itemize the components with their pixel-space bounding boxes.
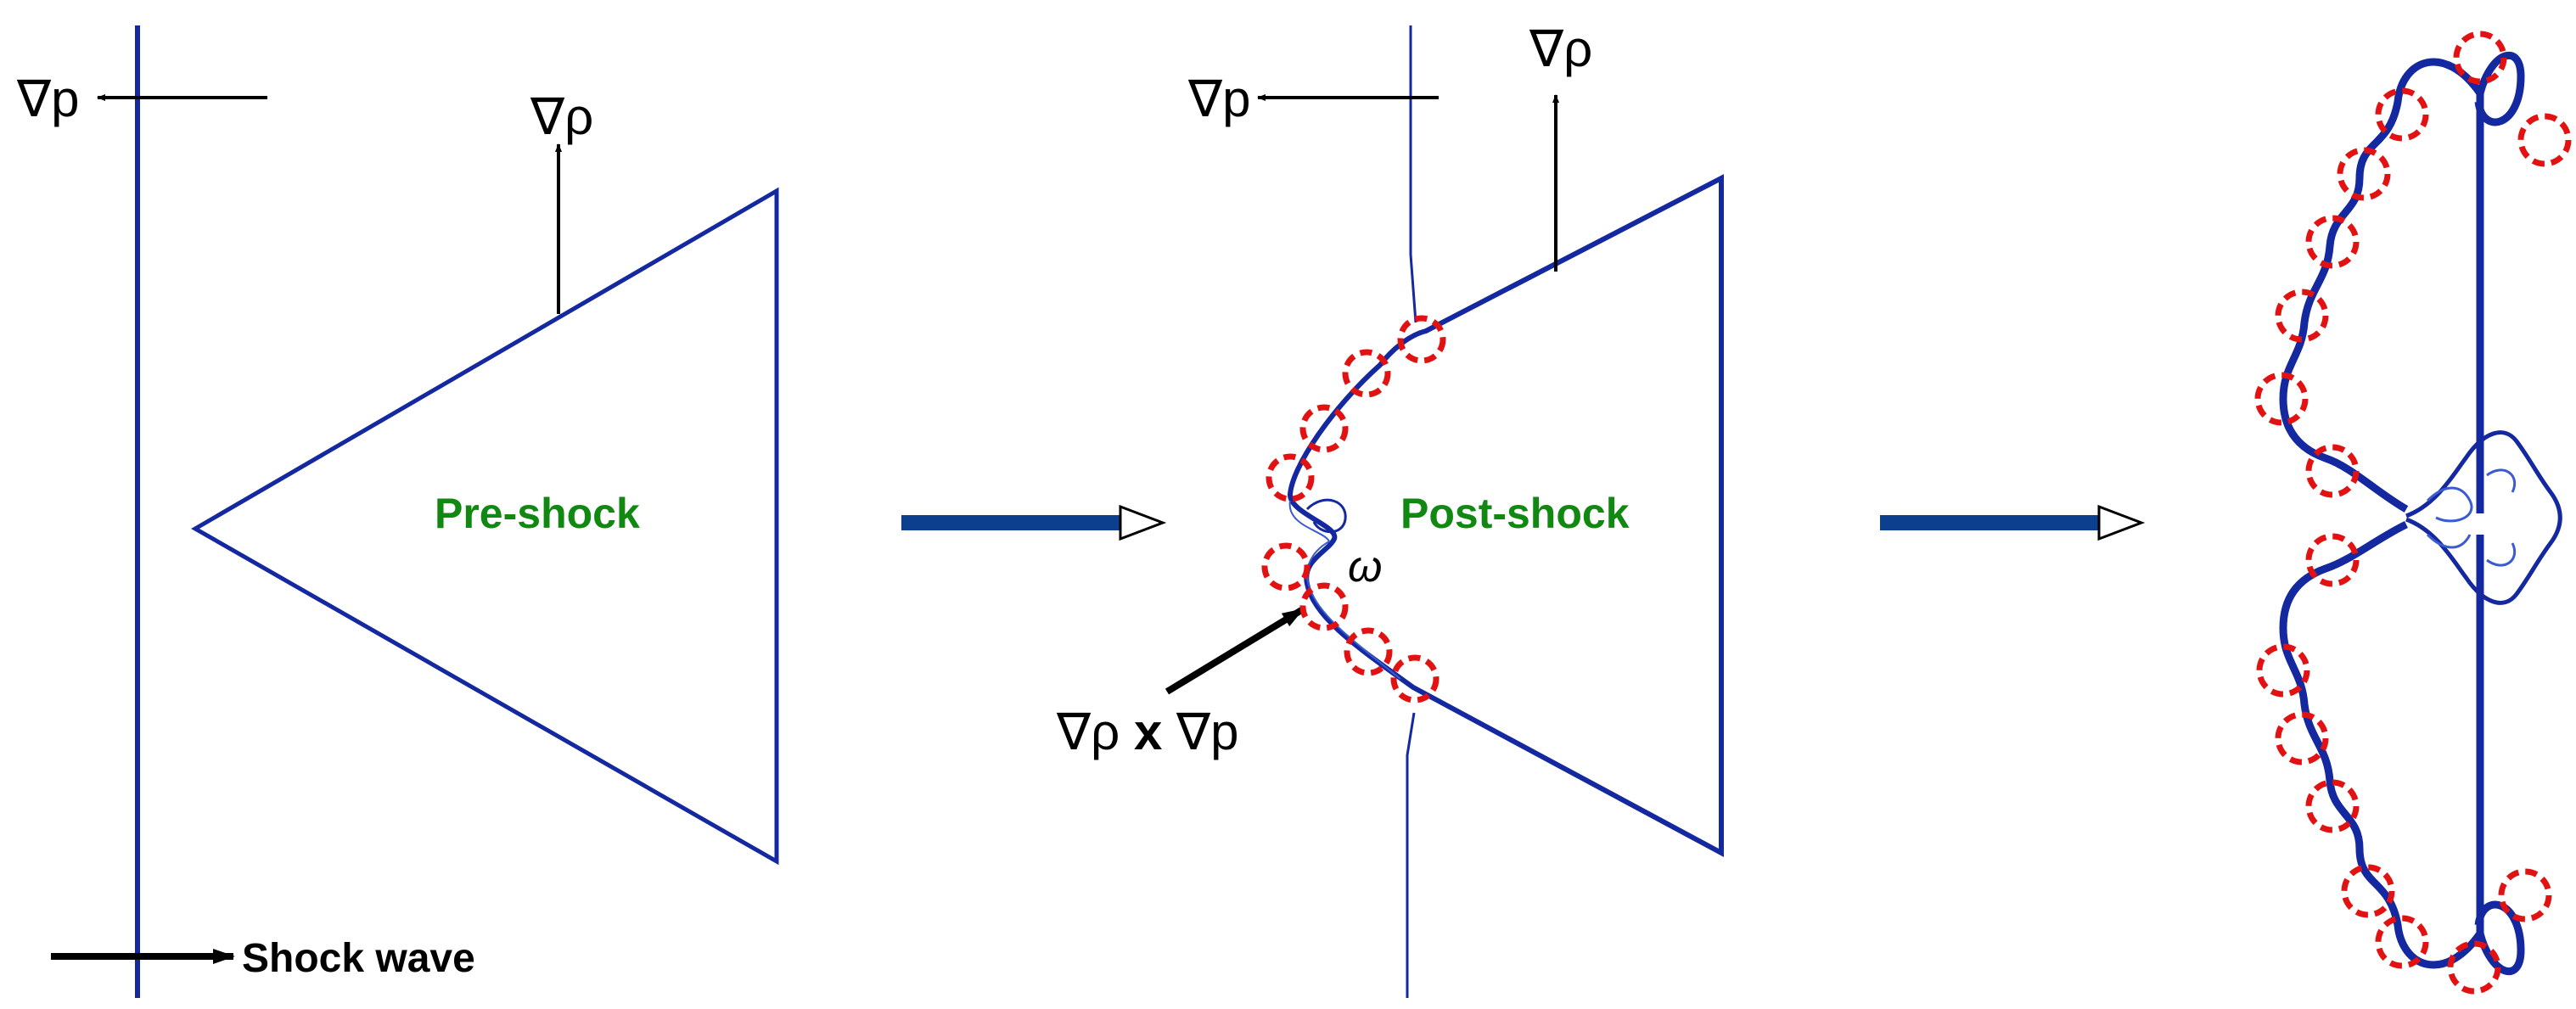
baroclinic-p: ∇p <box>1176 703 1239 760</box>
red-dashed-circle-icon <box>2305 533 2360 587</box>
baroclinic-cross: x <box>1134 703 1162 760</box>
red-dashed-circle-icon <box>2275 289 2329 343</box>
red-dashed-circle-icon <box>1299 582 1349 631</box>
baroclinic-rho: ∇ρ <box>1056 703 1120 760</box>
red-dashed-circle-icon <box>2337 147 2391 201</box>
red-dashed-circle-icon <box>1299 404 1349 453</box>
red-dashed-circle-icon <box>2305 215 2360 269</box>
post-shock-label: Post-shock <box>1400 490 1630 537</box>
density-gradient-label-2: ∇ρ <box>1529 20 1592 77</box>
red-dashed-circle-icon <box>2375 87 2429 142</box>
transition-arrow-2 <box>1880 504 2146 541</box>
arrow-head-icon <box>1119 504 1167 541</box>
red-dashed-circle-icon <box>2341 864 2395 918</box>
baroclinic-pointer-arrow <box>1165 606 1305 695</box>
red-dashed-circle-icon <box>2305 444 2360 498</box>
interface-roll <box>1305 498 1347 534</box>
pre-shock-panel: ∇p ∇ρ Pre-shock Shock wave <box>16 25 779 998</box>
late-interface-lower <box>2279 520 2525 976</box>
shock-wave-label: Shock wave <box>242 936 475 981</box>
red-dashed-circle-icon <box>2517 113 2572 167</box>
red-dashed-circle-icon <box>2375 915 2429 969</box>
red-dashed-circle-icon <box>2254 372 2309 426</box>
transmitted-shock-line <box>1406 25 1417 998</box>
red-dashed-circle-icon <box>2447 940 2501 995</box>
vorticity-label: ω <box>1348 542 1383 591</box>
density-gradient-label: ∇ρ <box>530 88 593 145</box>
red-dashed-circle-icon <box>1390 654 1440 703</box>
red-dashed-circle-icon <box>2305 779 2360 833</box>
late-jet-detail <box>2426 468 2517 567</box>
thick-blue-arrow-icon <box>1880 515 2101 530</box>
transition-arrow-1 <box>901 504 1167 541</box>
thick-blue-arrow-icon <box>901 515 1122 530</box>
heavy-gas-triangle <box>190 187 779 866</box>
red-dashed-circle-icon <box>1261 542 1310 591</box>
pressure-gradient-label-2: ∇p <box>1187 70 1251 127</box>
red-dashed-circle-icon <box>2275 711 2329 765</box>
svg-text:∇ρ x ∇p: ∇ρ x ∇p <box>1056 703 1239 760</box>
baroclinic-label: ∇ρ x ∇p <box>1056 703 1239 760</box>
post-shock-panel: ∇p ∇ρ Post-shock ω ∇ρ x ∇p <box>1056 20 1724 998</box>
red-dashed-circle-icon <box>1397 315 1446 364</box>
red-dashed-circle-icon <box>1342 349 1391 398</box>
red-dashed-circle-icon <box>1266 453 1315 502</box>
pre-shock-label: Pre-shock <box>435 490 640 537</box>
red-dashed-circle-icon <box>2453 31 2507 85</box>
late-time-panel <box>2254 31 2572 995</box>
pressure-gradient-label: ∇p <box>16 70 80 127</box>
late-interface-upper <box>2279 51 2525 513</box>
late-jet-core <box>2405 430 2562 605</box>
arrow-head-icon <box>2097 504 2146 541</box>
red-dashed-circle-icon <box>1344 627 1393 676</box>
red-dashed-circle-icon <box>2498 868 2552 922</box>
red-dashed-circle-icon <box>2256 643 2310 698</box>
